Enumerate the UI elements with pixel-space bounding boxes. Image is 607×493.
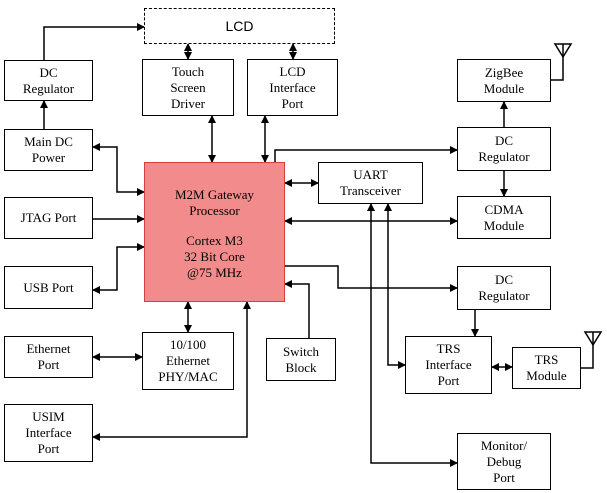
usb-port-block: USB Port bbox=[4, 266, 93, 309]
trs-module-block: TRS Module bbox=[512, 347, 581, 389]
ethernet-port-block: Ethernet Port bbox=[4, 336, 93, 378]
trs-interface-port-block: TRS Interface Port bbox=[405, 336, 492, 394]
lcd-interface-port-block: LCD Interface Port bbox=[247, 59, 338, 116]
dc-regulator-top-right-block: DC Regulator bbox=[457, 127, 551, 171]
processor-core-spec: Cortex M3 32 Bit Core @75 MHz bbox=[184, 233, 245, 280]
cdma-module-block: CDMA Module bbox=[457, 196, 551, 239]
switch-block: Switch Block bbox=[266, 338, 336, 381]
lcd-block: LCD bbox=[144, 8, 335, 44]
jtag-port-block: JTAG Port bbox=[4, 197, 93, 239]
monitor-debug-port-block: Monitor/ Debug Port bbox=[457, 433, 551, 490]
m2m-gateway-processor-block: M2M Gateway Processor Cortex M3 32 Bit C… bbox=[144, 162, 285, 302]
touch-screen-driver-block: Touch Screen Driver bbox=[142, 59, 234, 116]
antenna-icon bbox=[553, 43, 573, 59]
zigbee-module-block: ZigBee Module bbox=[457, 59, 551, 102]
dc-regulator-mid-right-block: DC Regulator bbox=[457, 266, 551, 310]
processor-title: M2M Gateway Processor bbox=[174, 187, 255, 218]
usim-interface-port-block: USIM Interface Port bbox=[4, 404, 93, 462]
ethernet-phy-mac-block: 10/100 Ethernet PHY/MAC bbox=[142, 332, 234, 390]
antenna-icon bbox=[583, 331, 603, 347]
uart-transceiver-block: UART Transceiver bbox=[318, 162, 423, 204]
main-dc-power-block: Main DC Power bbox=[4, 129, 93, 171]
dc-regulator-left-block: DC Regulator bbox=[4, 60, 93, 101]
